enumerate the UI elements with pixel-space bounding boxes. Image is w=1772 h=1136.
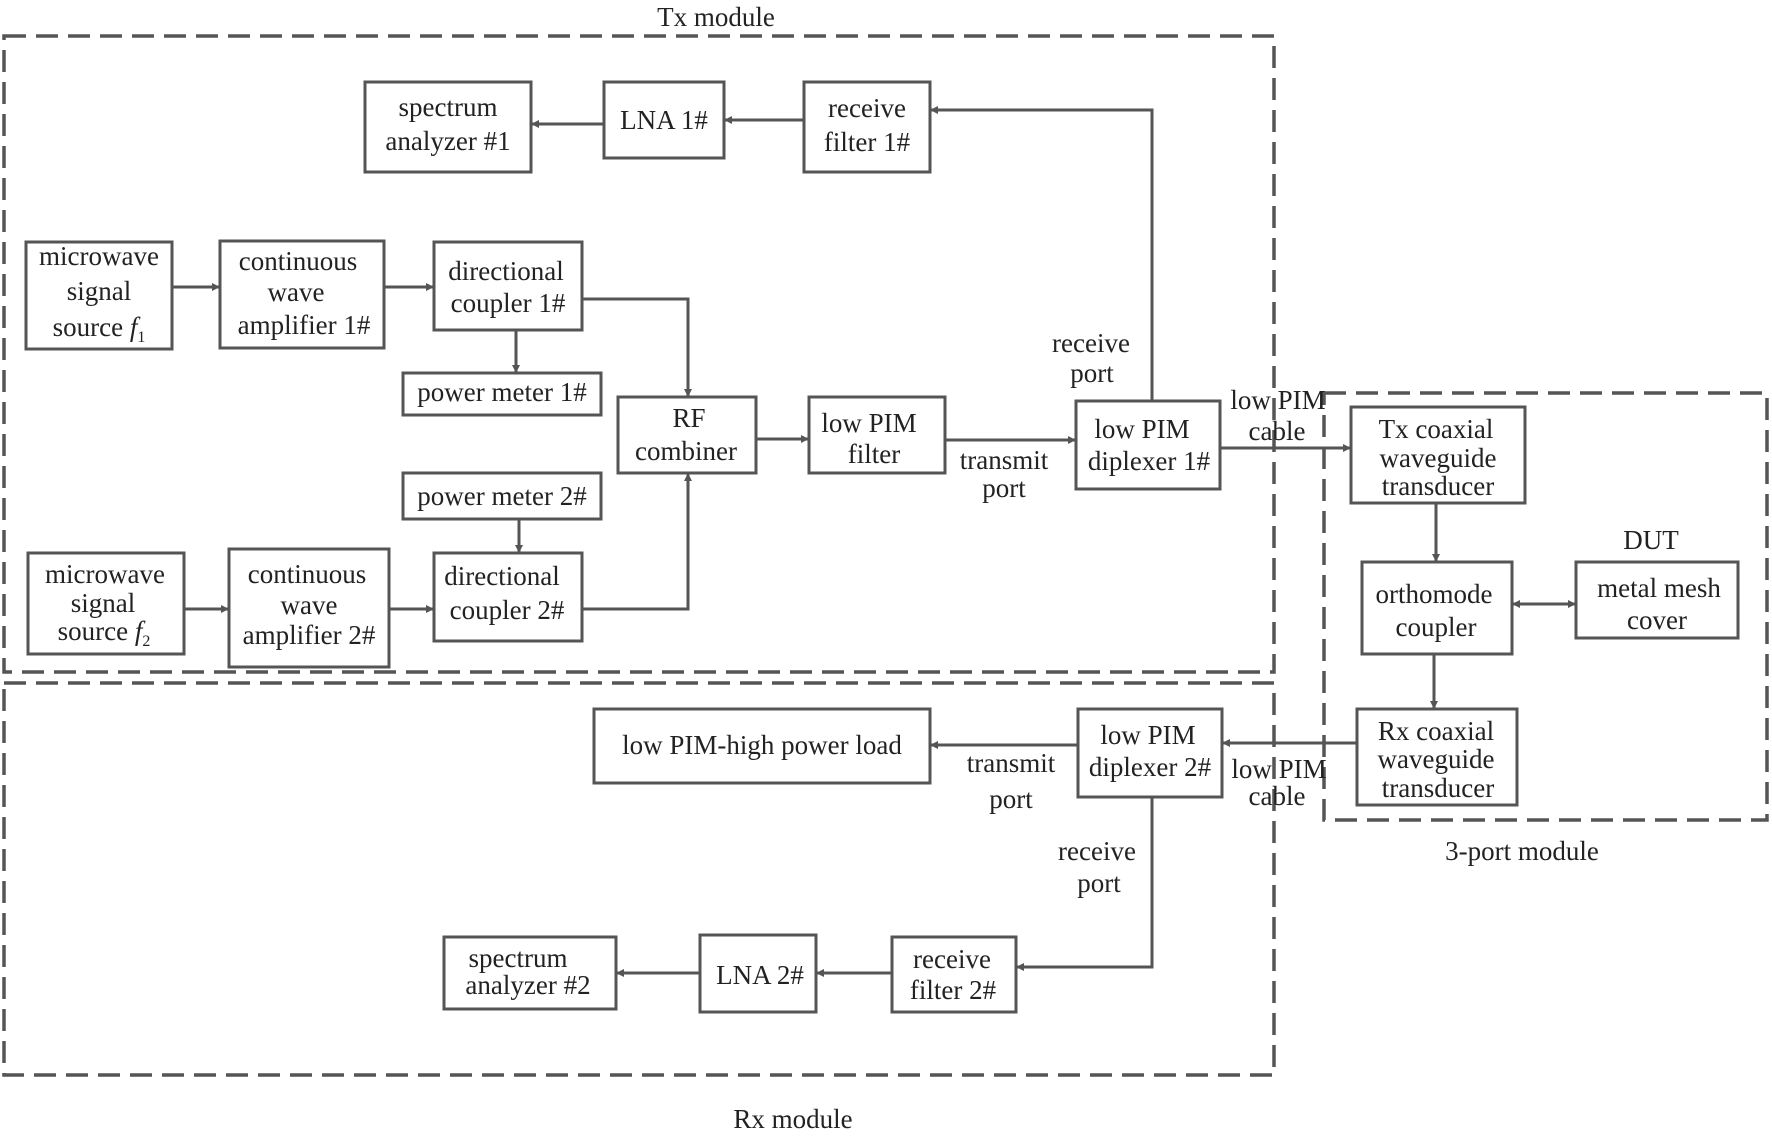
svg-text:power meter 1#: power meter 1# bbox=[417, 377, 587, 407]
svg-text:analyzer #2: analyzer #2 bbox=[465, 970, 590, 1000]
svg-text:waveguide: waveguide bbox=[1378, 744, 1495, 774]
svg-text:coupler 2#: coupler 2# bbox=[450, 595, 565, 625]
svg-text:filter 2#: filter 2# bbox=[910, 975, 997, 1005]
microwave-source-2: microwave signal source f2 bbox=[26, 551, 186, 656]
svg-text:spectrum: spectrum bbox=[469, 943, 568, 973]
svg-text:spectrum: spectrum bbox=[399, 92, 498, 122]
svg-text:filter: filter bbox=[848, 439, 900, 469]
svg-text:low PIM-high power load: low PIM-high power load bbox=[622, 730, 902, 760]
svg-text:power meter 2#: power meter 2# bbox=[417, 481, 587, 511]
cable-top-label: low PIM bbox=[1230, 385, 1325, 415]
metal-mesh-cover: metal mesh cover bbox=[1574, 560, 1740, 640]
transmit-port-2-label-line2: port bbox=[989, 784, 1033, 814]
receive-port-2-label: receive bbox=[1058, 836, 1136, 866]
cw-amplifier-2: continuous wave amplifier 2# bbox=[227, 547, 391, 669]
receive-filter-2: receive filter 2# bbox=[890, 935, 1018, 1014]
svg-text:continuous: continuous bbox=[239, 246, 358, 276]
transmit-port-1-label: transmit bbox=[960, 445, 1049, 475]
svg-text:Tx coaxial: Tx coaxial bbox=[1379, 414, 1494, 444]
receive-port-1-label: receive bbox=[1052, 328, 1130, 358]
port3-module-frame bbox=[1322, 391, 1769, 822]
spectrum-analyzer-1: spectrum analyzer #1 bbox=[363, 80, 533, 174]
spectrum-analyzer-2: spectrum analyzer #2 bbox=[442, 935, 618, 1011]
svg-text:combiner: combiner bbox=[635, 436, 737, 466]
transmit-port-1-label-line2: port bbox=[982, 473, 1026, 503]
rx-coaxial-waveguide-transducer: Rx coaxial waveguide transducer bbox=[1355, 707, 1519, 807]
low-pim-filter: low PIM filter bbox=[807, 395, 947, 475]
arrow-coupler1-to-combiner bbox=[582, 297, 692, 397]
dut-label: DUT bbox=[1623, 525, 1679, 555]
svg-text:receive: receive bbox=[913, 944, 991, 974]
svg-text:Rx coaxial: Rx coaxial bbox=[1378, 716, 1494, 746]
arrow-coupler2-to-combiner bbox=[582, 473, 692, 611]
svg-text:waveguide: waveguide bbox=[1380, 443, 1497, 473]
svg-text:directional: directional bbox=[448, 256, 563, 286]
svg-text:diplexer 2#: diplexer 2# bbox=[1089, 752, 1212, 782]
svg-text:orthomode: orthomode bbox=[1376, 579, 1493, 609]
svg-text:amplifier 2#: amplifier 2# bbox=[243, 620, 376, 650]
svg-text:RF: RF bbox=[672, 403, 705, 433]
svg-text:coupler: coupler bbox=[1396, 612, 1477, 642]
svg-text:LNA 2#: LNA 2# bbox=[716, 960, 804, 990]
svg-text:LNA 1#: LNA 1# bbox=[620, 105, 708, 135]
svg-text:low PIM: low PIM bbox=[821, 408, 916, 438]
arrow-diplexer2-to-filter2 bbox=[1016, 797, 1154, 971]
microwave-source-1: microwave signal source f1 bbox=[24, 240, 174, 351]
svg-text:directional: directional bbox=[444, 561, 559, 591]
low-pim-diplexer-2: low PIM diplexer 2# bbox=[1076, 707, 1224, 799]
svg-text:filter 1#: filter 1# bbox=[824, 127, 911, 157]
cable-bottom-label-line2: cable bbox=[1249, 781, 1306, 811]
cable-bottom-label: low PIM bbox=[1231, 754, 1326, 784]
cable-top-label-line2: cable bbox=[1249, 416, 1306, 446]
lna-1: LNA 1# bbox=[602, 80, 726, 160]
svg-text:signal: signal bbox=[71, 588, 136, 618]
svg-text:low PIM: low PIM bbox=[1094, 414, 1189, 444]
power-meter-2: power meter 2# bbox=[401, 471, 603, 521]
svg-text:microwave: microwave bbox=[39, 241, 159, 271]
rx-module-label: Rx module bbox=[733, 1104, 852, 1134]
lna-2: LNA 2# bbox=[698, 933, 818, 1014]
directional-coupler-1: directional coupler 1# bbox=[432, 240, 584, 332]
svg-text:analyzer #1: analyzer #1 bbox=[385, 126, 510, 156]
svg-text:metal mesh: metal mesh bbox=[1597, 573, 1721, 603]
low-pim-diplexer-1: low PIM diplexer 1# bbox=[1074, 399, 1222, 491]
tx-module-frame bbox=[2, 34, 1276, 674]
directional-coupler-2: directional coupler 2# bbox=[432, 551, 584, 643]
svg-text:signal: signal bbox=[67, 276, 132, 306]
svg-text:coupler 1#: coupler 1# bbox=[451, 288, 566, 318]
svg-text:source f1: source f1 bbox=[53, 312, 146, 346]
transmit-port-2-label: transmit bbox=[967, 748, 1056, 778]
svg-text:low PIM: low PIM bbox=[1100, 720, 1195, 750]
tx-coaxial-waveguide-transducer: Tx coaxial waveguide transducer bbox=[1349, 405, 1527, 505]
arrow-diplexer1-to-filter1 bbox=[930, 106, 1154, 401]
svg-text:diplexer 1#: diplexer 1# bbox=[1088, 446, 1211, 476]
svg-text:amplifier 1#: amplifier 1# bbox=[238, 310, 371, 340]
svg-text:source f2: source f2 bbox=[58, 616, 151, 650]
svg-text:wave: wave bbox=[268, 277, 325, 307]
svg-text:microwave: microwave bbox=[45, 559, 165, 589]
svg-text:cover: cover bbox=[1627, 605, 1687, 635]
svg-text:transducer: transducer bbox=[1382, 773, 1494, 803]
port3-module-label: 3-port module bbox=[1445, 836, 1599, 866]
receive-port-1-label-line2: port bbox=[1070, 358, 1114, 388]
connections bbox=[172, 106, 1576, 977]
cw-amplifier-1: continuous wave amplifier 1# bbox=[218, 239, 386, 350]
orthomode-coupler: orthomode coupler bbox=[1360, 560, 1514, 656]
rf-combiner: RF combiner bbox=[616, 395, 758, 475]
svg-text:transducer: transducer bbox=[1382, 471, 1494, 501]
low-pim-high-power-load: low PIM-high power load bbox=[592, 707, 932, 785]
receive-filter-1: receive filter 1# bbox=[802, 80, 932, 174]
power-meter-1: power meter 1# bbox=[401, 371, 603, 417]
svg-text:wave: wave bbox=[281, 590, 338, 620]
tx-module-label: Tx module bbox=[657, 2, 775, 32]
receive-port-2-label-line2: port bbox=[1077, 868, 1121, 898]
svg-text:continuous: continuous bbox=[248, 559, 367, 589]
svg-text:receive: receive bbox=[828, 93, 906, 123]
